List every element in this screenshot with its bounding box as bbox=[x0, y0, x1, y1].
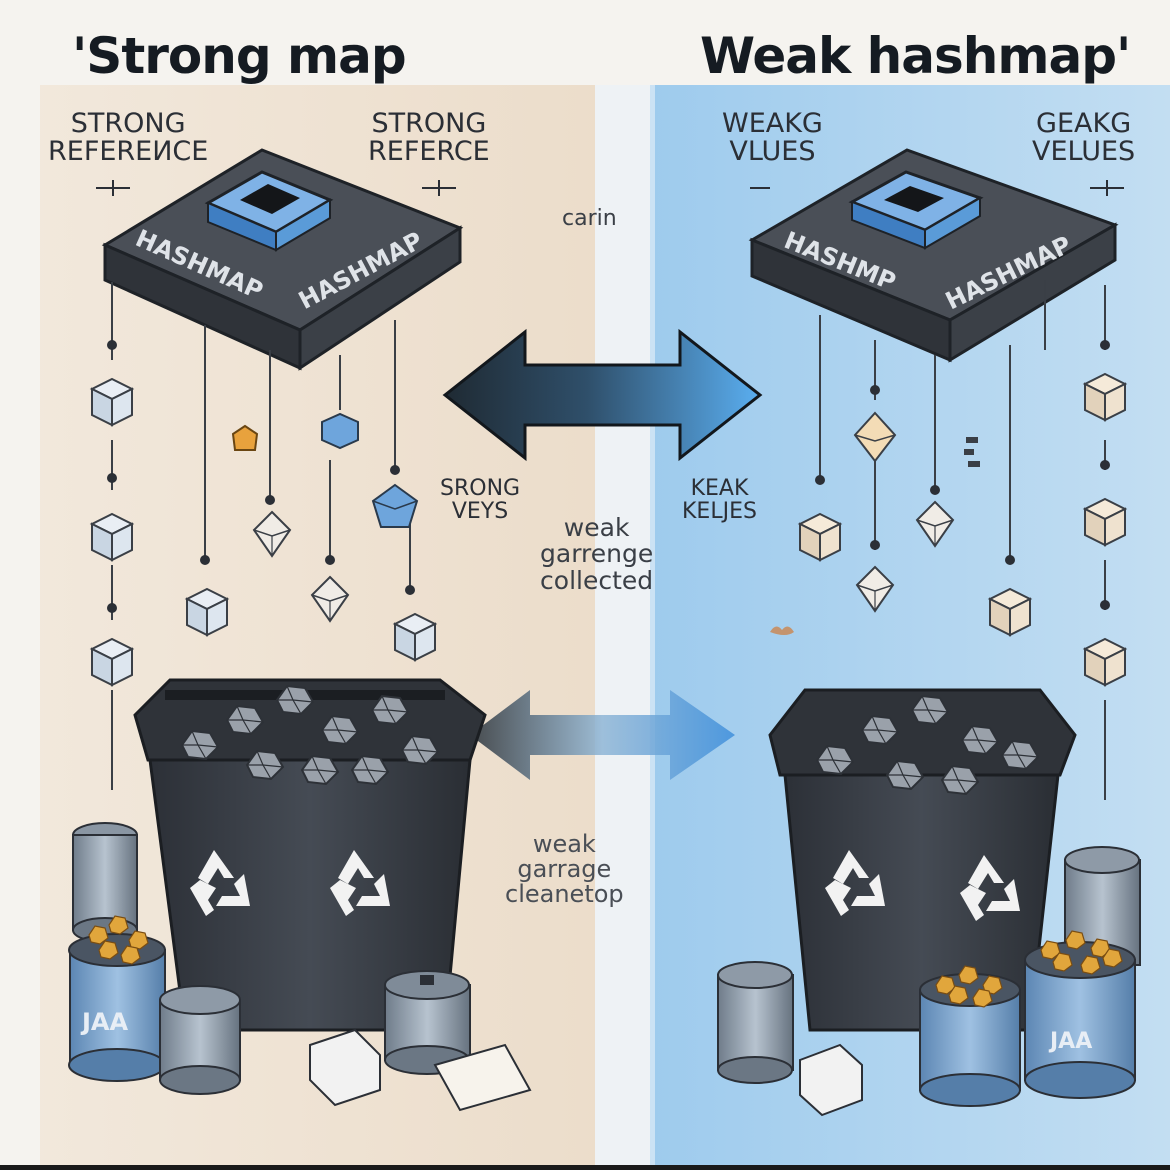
label-strong-reference-right: STRONG REFERCE bbox=[368, 108, 490, 168]
label-strong-keys: SRONG VEYS bbox=[440, 477, 520, 523]
hashmap-platform-icon-right bbox=[748, 148, 1119, 363]
label-weak-values-left: WEAKG VLUES bbox=[722, 108, 823, 168]
recycle-bin-icon-left bbox=[133, 678, 487, 1032]
label-weak-values: KEAK KELJES bbox=[682, 477, 757, 523]
label-line: STRONG bbox=[70, 108, 186, 139]
double-arrow-icon-top bbox=[442, 328, 763, 462]
recycle-bin-icon-right bbox=[768, 688, 1077, 1032]
label-line: VEYS bbox=[451, 499, 509, 525]
label-weak-values-right: GEAKG VELUES bbox=[1032, 108, 1136, 168]
title-strong-map: 'Strong map bbox=[72, 27, 407, 85]
label-line: VELUES bbox=[1032, 136, 1136, 168]
label-line: collected bbox=[540, 565, 654, 595]
label-line: weak bbox=[532, 830, 596, 858]
double-arrow-icon-bottom bbox=[470, 690, 735, 780]
label-line: garrage bbox=[517, 855, 612, 884]
label-line: VLUES bbox=[729, 136, 816, 168]
label-line: cleanetop bbox=[505, 880, 624, 909]
label-line: SRONG bbox=[440, 476, 521, 501]
can-label-left: JAA bbox=[82, 1008, 129, 1036]
label-line: weak bbox=[563, 513, 630, 542]
label-center-mid: weak garrenge collected bbox=[540, 513, 654, 595]
label-line: STRONG bbox=[371, 108, 487, 139]
title-weak-hashmap: Weak hashmap' bbox=[700, 27, 1131, 85]
cylinder-can-icon-left bbox=[68, 822, 532, 1112]
label-strong-reference-left: STRONG REFEREИCE bbox=[48, 108, 209, 168]
label-line: WEAKG bbox=[722, 108, 823, 139]
label-line: GEAKG bbox=[1036, 108, 1132, 139]
label-line: REFEREИCE bbox=[48, 136, 209, 168]
label-line: garrenge bbox=[540, 539, 654, 569]
label-line: REFERCE bbox=[368, 136, 490, 168]
label-line: KEAK bbox=[690, 476, 749, 501]
label-center-top: carin bbox=[562, 206, 617, 231]
label-center-bottom: weak garrage cleanetop bbox=[505, 830, 624, 909]
label-line: KELJES bbox=[682, 499, 757, 525]
cylinder-can-icon-right bbox=[717, 846, 1141, 1117]
can-label-right: JAA bbox=[1050, 1029, 1093, 1054]
hashmap-platform-icon-left bbox=[101, 148, 464, 371]
